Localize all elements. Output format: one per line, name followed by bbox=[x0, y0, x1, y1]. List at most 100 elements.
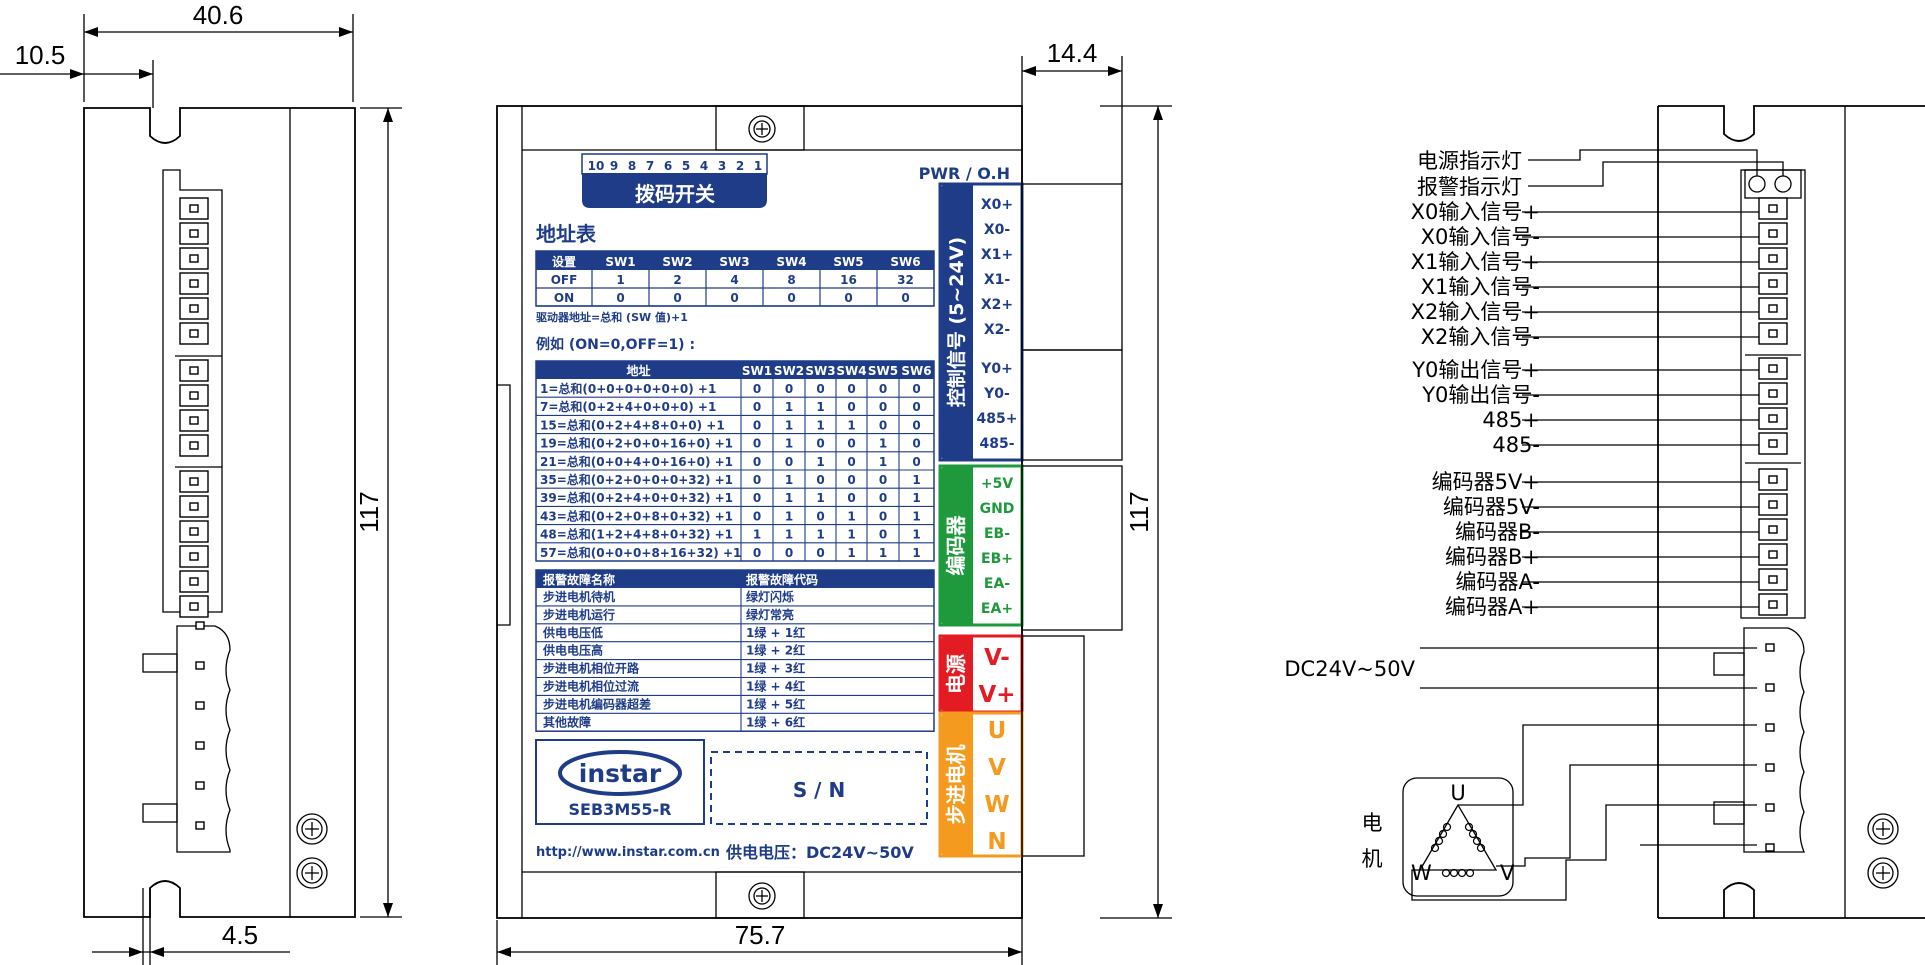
dip-number: 3 bbox=[718, 159, 726, 173]
connector-pin bbox=[179, 409, 209, 432]
dim-front-height: 117 bbox=[1124, 491, 1154, 532]
fault-name-cell: 步进电机编码器超差 bbox=[543, 696, 651, 711]
connector-pin bbox=[1758, 432, 1788, 455]
address-formula: 驱动器地址=总和 (SW 值)+1 bbox=[536, 310, 688, 324]
example-cell: 0 bbox=[816, 509, 824, 523]
connector-pin-label: X2+ bbox=[981, 297, 1013, 313]
example-cell: 1 bbox=[879, 455, 887, 469]
example-cell: 15=总和(0+2+4+8+0+0) +1 bbox=[540, 417, 725, 432]
connector-pin bbox=[179, 384, 209, 407]
example-cell: 1 bbox=[912, 528, 920, 542]
example-cell: 0 bbox=[847, 473, 855, 487]
example-cell: 1 bbox=[785, 418, 793, 432]
connector-pin bbox=[1758, 493, 1788, 516]
fault-name-cell: 步进电机待机 bbox=[543, 589, 615, 604]
example-cell: 1 bbox=[847, 546, 855, 560]
example-cell: 0 bbox=[912, 437, 920, 451]
motor-symbol bbox=[1402, 777, 1514, 897]
led-label-power: 电源指示灯 bbox=[1417, 149, 1522, 173]
example-cell: 19=总和(0+2+0+0+16+0) +1 bbox=[540, 436, 733, 451]
example-cell: 1 bbox=[816, 400, 824, 414]
logo-box bbox=[535, 739, 705, 825]
example-cell: 1 bbox=[879, 546, 887, 560]
example-cell: 0 bbox=[753, 473, 761, 487]
example-cell: 0 bbox=[847, 491, 855, 505]
connector-group-title: 电源 bbox=[944, 654, 968, 694]
sn-label: S / N bbox=[793, 778, 845, 802]
terminal-pin bbox=[195, 781, 205, 790]
example-cell: 1 bbox=[816, 528, 824, 542]
dip-switch-banner bbox=[582, 173, 767, 208]
example-header-cell: SW2 bbox=[774, 364, 804, 378]
control-signal-block: 控制信号 (5~24V)X0+X0-X1+X1-X2+X2-Y0+Y0-485+… bbox=[938, 182, 1024, 462]
example-cell: 0 bbox=[753, 418, 761, 432]
example-header-cell: SW5 bbox=[868, 364, 898, 378]
sw-cell: 0 bbox=[787, 291, 795, 305]
example-cell: 1 bbox=[753, 528, 761, 542]
wiring-pin-label: X1输入信号- bbox=[1421, 275, 1540, 299]
dim-top-left-offset: 10.5 bbox=[15, 40, 66, 70]
example-cell: 0 bbox=[879, 418, 887, 432]
sw-cell: 1 bbox=[616, 273, 624, 287]
example-cell: 35=总和(0+2+0+0+0+32) +1 bbox=[540, 472, 733, 487]
sw-header-cell: SW6 bbox=[890, 255, 920, 269]
wiring-pin-label: X2输入信号+ bbox=[1411, 300, 1540, 324]
example-cell: 21=总和(0+0+4+0+16+0) +1 bbox=[540, 454, 733, 469]
example-cell: 0 bbox=[816, 473, 824, 487]
supply-label: DC24V~50V bbox=[1284, 657, 1415, 681]
fault-code-cell: 1绿 + 2红 bbox=[746, 643, 805, 658]
example-header-cell: 地址 bbox=[626, 363, 650, 378]
logo-text: instar bbox=[579, 759, 662, 788]
fault-code-cell: 绿灯常亮 bbox=[746, 607, 794, 622]
fault-code-cell: 1绿 + 1红 bbox=[746, 625, 805, 640]
connector-pin bbox=[179, 520, 209, 543]
terminal-pin bbox=[1765, 763, 1775, 772]
connector-pin-label: V- bbox=[984, 645, 1010, 671]
example-cell: 1 bbox=[847, 418, 855, 432]
dip-switch-title: 拨码开关 bbox=[635, 182, 715, 206]
example-header-cell: SW1 bbox=[742, 364, 772, 378]
example-header-cell: SW6 bbox=[901, 364, 931, 378]
connector-pin-label: Y0+ bbox=[980, 361, 1013, 377]
example-cell: 0 bbox=[816, 437, 824, 451]
wiring-pin-label: X0输入信号+ bbox=[1411, 200, 1540, 224]
connector-pin-label: V+ bbox=[978, 682, 1015, 708]
connector-pin-label: X0+ bbox=[981, 197, 1013, 213]
example-cell: 1 bbox=[912, 473, 920, 487]
left-side-view: 40.6 10.5 117 4.5 bbox=[0, 0, 402, 965]
example-cell: 0 bbox=[912, 455, 920, 469]
supply-voltage-label: 供电电压：DC24V~50V bbox=[725, 843, 914, 862]
sw-cell: 0 bbox=[730, 291, 738, 305]
connector-pin bbox=[1758, 568, 1788, 591]
connector-pin-label: W bbox=[984, 792, 1009, 818]
screw-icon bbox=[296, 813, 328, 845]
connector-pin bbox=[179, 247, 209, 270]
example-cell: 1 bbox=[816, 418, 824, 432]
url-label: http://www.instar.com.cn bbox=[536, 845, 720, 860]
connector-pin-label: X1- bbox=[984, 272, 1011, 288]
sw-cell: 32 bbox=[897, 273, 914, 287]
example-cell: 48=总和(1+2+4+8+0+32) +1 bbox=[540, 527, 733, 542]
example-cell: 1=总和(0+0+0+0+0+0) +1 bbox=[540, 381, 716, 396]
example-cell: 0 bbox=[753, 509, 761, 523]
connector-pin bbox=[1758, 593, 1788, 616]
fault-name-cell: 步进电机相位过流 bbox=[543, 679, 639, 694]
wiring-pin-label: X1输入信号+ bbox=[1411, 250, 1540, 274]
power-block: 电源 V- V+ bbox=[938, 634, 1024, 714]
connector-pin bbox=[179, 297, 209, 320]
example-cell: 0 bbox=[847, 455, 855, 469]
connector-pin-label: EB- bbox=[984, 526, 1010, 542]
screw-icon bbox=[748, 115, 776, 143]
example-cell: 1 bbox=[785, 437, 793, 451]
connector-pin-label: 485- bbox=[979, 436, 1014, 452]
connector-group-title: 步进电机 bbox=[944, 745, 968, 825]
connector-pin-label: U bbox=[988, 718, 1007, 744]
connector-pin-label: X1+ bbox=[981, 247, 1013, 263]
connector-pin-label: N bbox=[987, 829, 1006, 855]
sw-cell: 0 bbox=[901, 291, 909, 305]
terminal-pin bbox=[195, 701, 205, 710]
sw-header-cell: SW3 bbox=[719, 255, 749, 269]
